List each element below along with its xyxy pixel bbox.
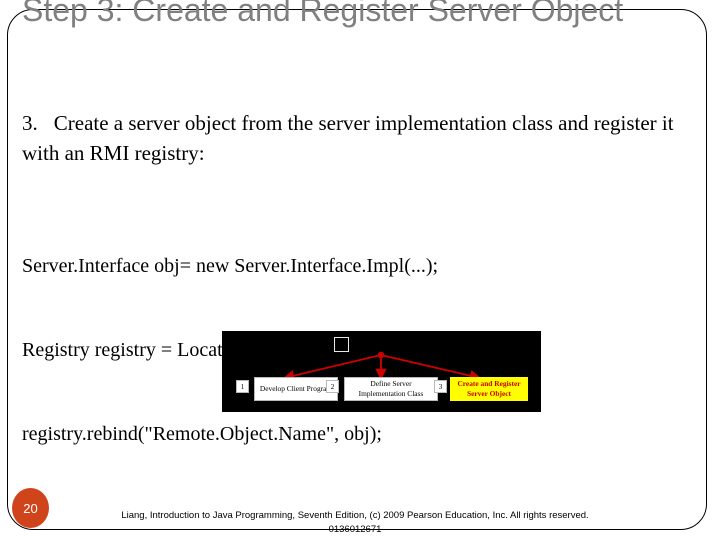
rmi-steps-diagram: 1 Develop Client Program 2 Define Server… xyxy=(222,331,541,412)
page-title: Step 3: Create and Register Server Objec… xyxy=(22,0,624,28)
diagram-step-number: 1 xyxy=(236,380,249,393)
diagram-step-number: 2 xyxy=(326,380,339,393)
missing-glyph-box-icon xyxy=(334,337,349,352)
body-paragraph-text: Create a server object from the server i… xyxy=(22,111,674,165)
diagram-step-number: 3 xyxy=(434,380,447,393)
code-line: registry.rebind("Remote.Object.Name", ob… xyxy=(22,423,382,445)
body-paragraph-number: 3. xyxy=(22,111,38,135)
page-number-badge: 20 xyxy=(12,488,49,528)
code-line: Server.Interface obj= new Server.Interfa… xyxy=(22,255,439,277)
body-paragraph: 3.Create a server object from the server… xyxy=(22,108,688,168)
diagram-arrows xyxy=(282,351,482,382)
diagram-step-box: Develop Client Program xyxy=(254,377,338,401)
diagram-step-box: Define Server Implementation Class xyxy=(344,377,438,401)
diagram-step-box-highlighted: Create and Register Server Object xyxy=(450,377,528,401)
footer-copyright: Liang, Introduction to Java Programming,… xyxy=(121,510,589,535)
